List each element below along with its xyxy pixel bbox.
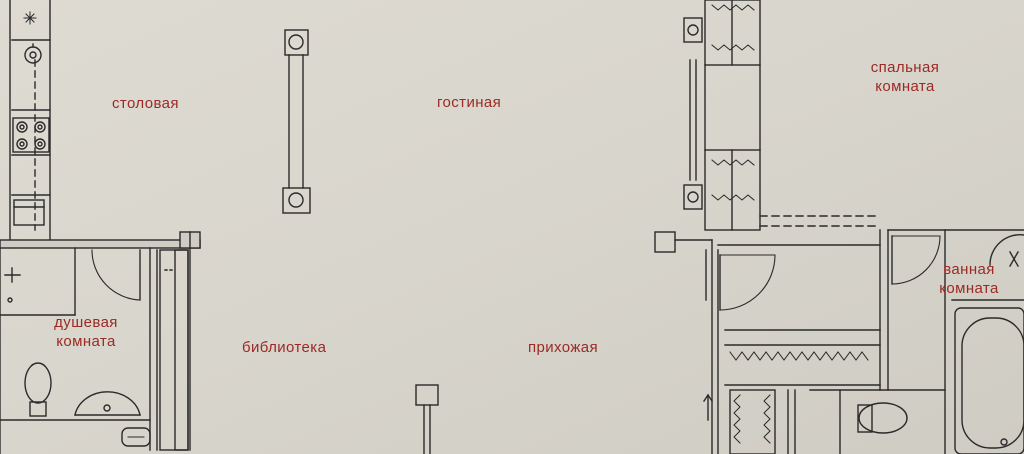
shower-room-walls	[0, 239, 201, 454]
room-label-bathroom: ванная комната	[928, 260, 1010, 298]
washbasin-icon	[989, 234, 1024, 267]
hallway-post-icon	[415, 384, 439, 454]
stove-icon	[12, 117, 50, 153]
entry-closet-walls	[654, 229, 889, 454]
room-label-bedroom-line1: спальная	[870, 59, 940, 76]
wardrobe-icon	[729, 351, 869, 454]
bathroom-walls	[809, 229, 1024, 454]
room-label-dining: столовая	[112, 95, 179, 112]
sink-icon	[24, 43, 42, 64]
washbasin-icon	[74, 391, 141, 416]
sink-icon	[13, 199, 45, 226]
library-shelving	[159, 231, 201, 451]
toilet-icon	[24, 362, 52, 417]
room-label-bedroom: спальная комната	[860, 58, 950, 96]
wall-dashed	[759, 215, 881, 227]
wardrobe-icon	[704, 0, 761, 231]
kitchen-counter	[9, 0, 51, 241]
bathtub-icon	[954, 307, 1024, 454]
hatch-icon	[121, 427, 151, 447]
bathroom-door	[891, 235, 941, 285]
shower-tray-icon	[4, 267, 21, 303]
room-label-shower: душевая комната	[40, 313, 132, 351]
room-label-bedroom-line2: комната	[875, 78, 935, 95]
entry-door	[705, 249, 776, 311]
fan-icon	[23, 11, 37, 25]
room-label-shower-line2: комната	[56, 333, 116, 350]
column-icon	[282, 29, 311, 214]
shower-door	[91, 249, 141, 301]
toilet-icon	[857, 402, 908, 434]
room-label-shower-line1: душевая	[54, 314, 118, 331]
room-label-bathroom-line1: ванная	[943, 261, 995, 278]
arrow-icon	[703, 393, 713, 421]
room-label-living: гостиная	[437, 94, 502, 111]
room-label-hallway: прихожая	[528, 339, 599, 356]
room-label-library: библиотека	[242, 339, 327, 356]
room-label-bathroom-line2: комната	[939, 280, 999, 297]
duct-icon	[683, 17, 703, 210]
